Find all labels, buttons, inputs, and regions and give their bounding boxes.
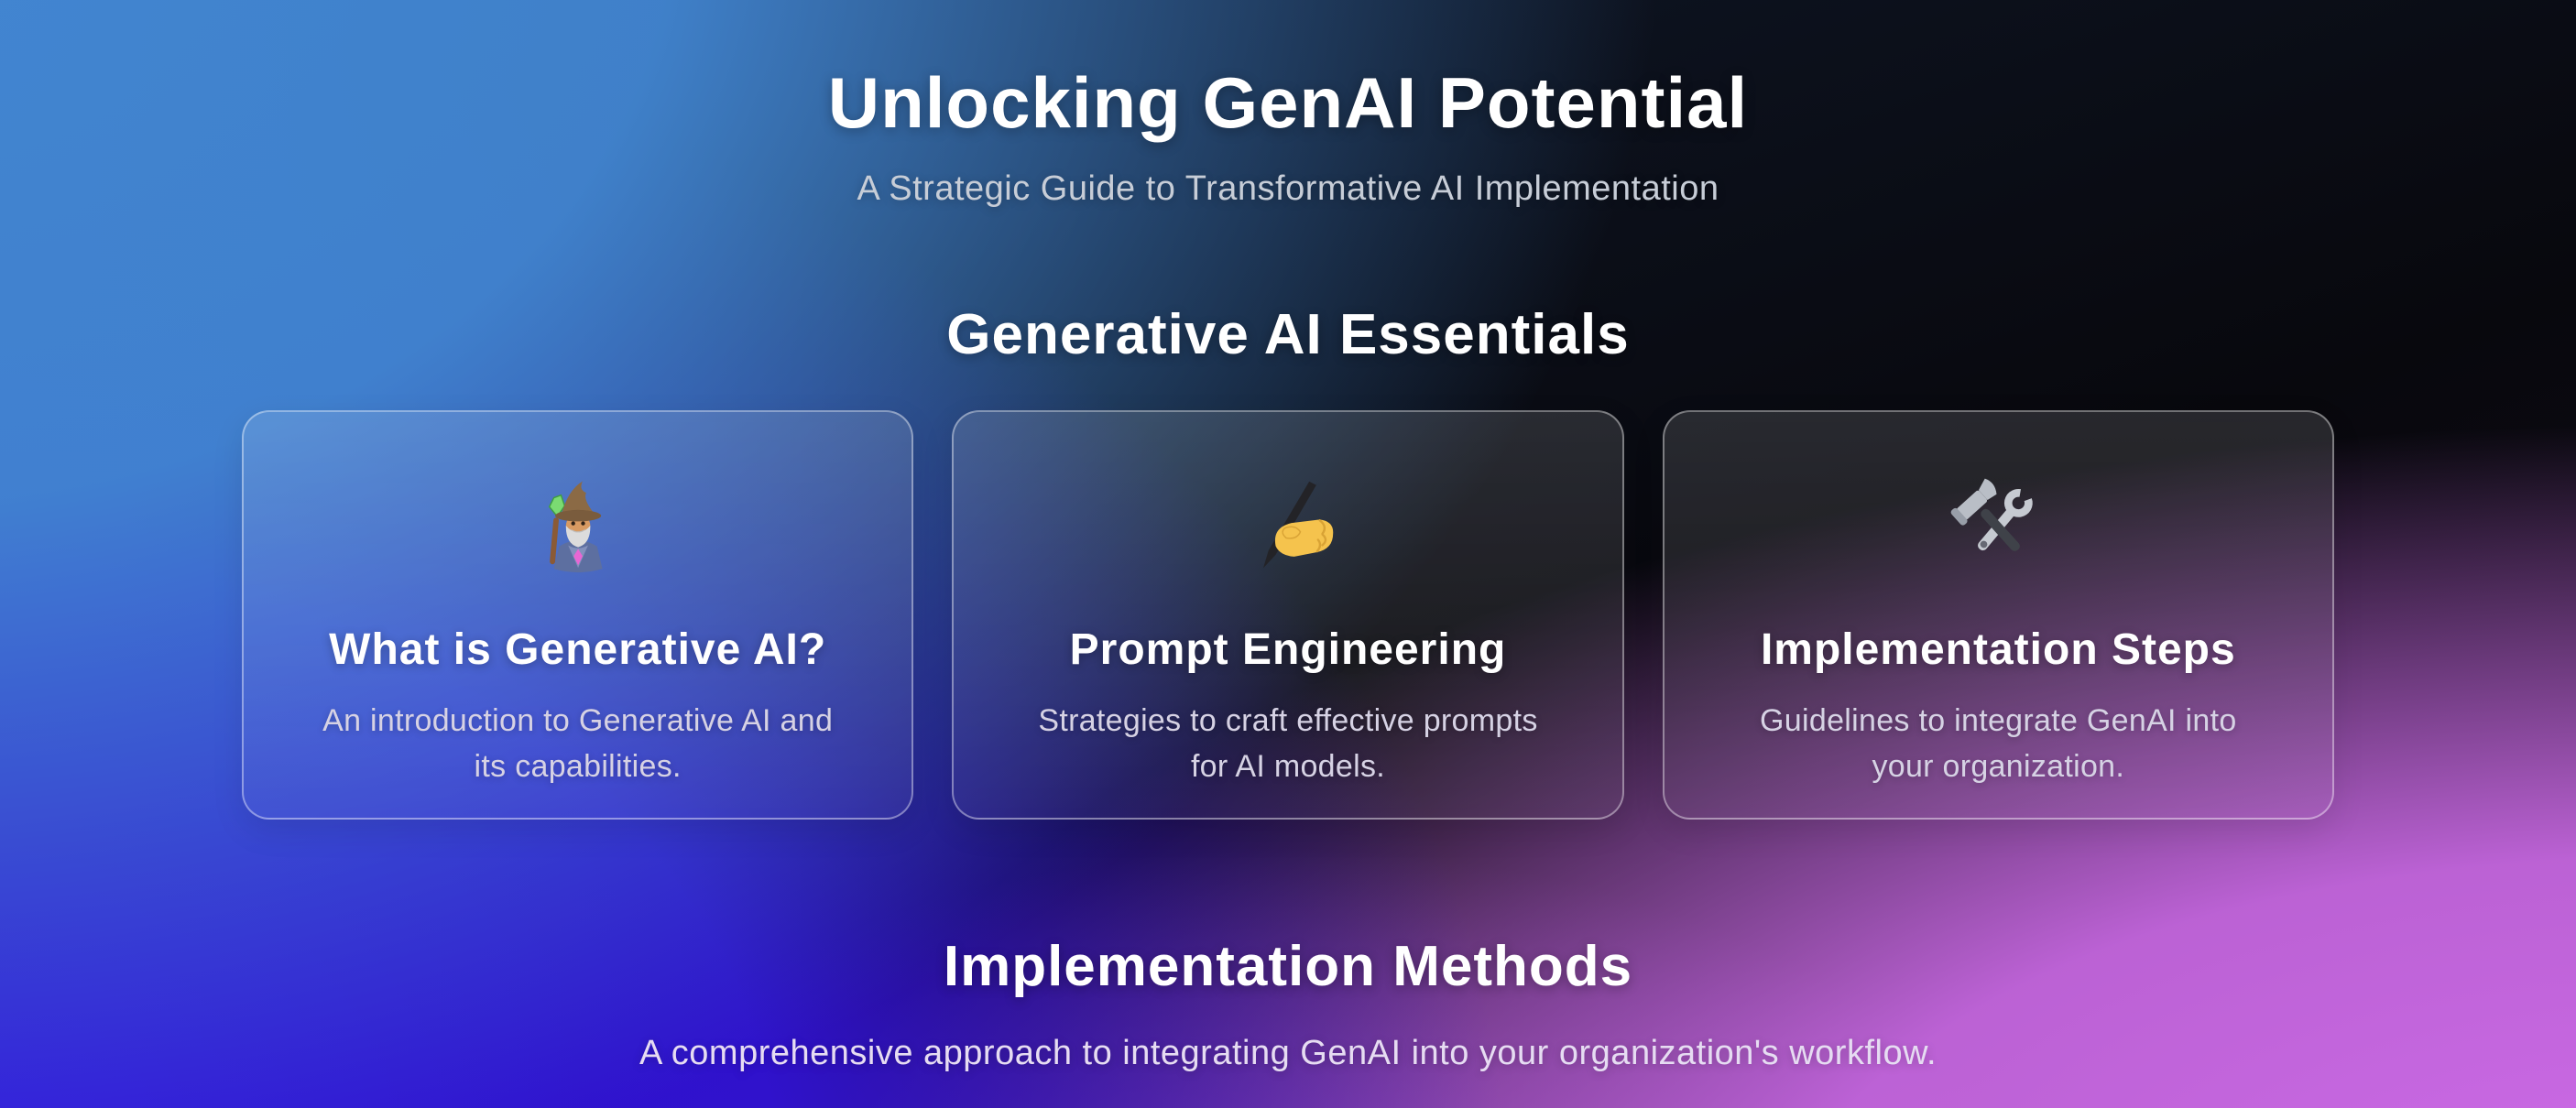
card-implementation-steps: Implementation Steps Guidelines to integ… xyxy=(1662,410,2334,820)
card-title: Implementation Steps xyxy=(1760,625,2236,675)
slide-header: Unlocking GenAI Potential A Strategic Gu… xyxy=(828,62,1748,213)
mage-icon xyxy=(533,478,623,577)
card-title: What is Generative AI? xyxy=(329,625,827,675)
section-methods: Implementation Methods A comprehensive a… xyxy=(639,820,1937,1078)
essentials-heading: Generative AI Essentials xyxy=(946,302,1630,366)
methods-subheading: A comprehensive approach to integrating … xyxy=(639,1034,1937,1073)
card-description: Guidelines to integrate GenAI into your … xyxy=(1760,703,2237,784)
card-title: Prompt Engineering xyxy=(1069,625,1507,675)
card-description: Strategies to craft effective prompts fo… xyxy=(1038,703,1538,784)
section-essentials: Generative AI Essentials xyxy=(242,213,2334,820)
page-title: Unlocking GenAI Potential xyxy=(827,62,1749,143)
page-subtitle: A Strategic Guide to Transformative AI I… xyxy=(857,168,1719,208)
card-prompt-engineering: Prompt Engineering Strategies to craft e… xyxy=(952,410,1624,820)
card-row: What is Generative AI? An introduction t… xyxy=(242,410,2334,820)
hammer-and-wrench-icon xyxy=(1948,478,2047,577)
writing-hand-icon xyxy=(1239,478,1337,577)
card-description: An introduction to Generative AI and its… xyxy=(322,703,834,784)
methods-heading: Implementation Methods xyxy=(943,935,1633,999)
card-what-is-generative-ai: What is Generative AI? An introduction t… xyxy=(242,410,914,820)
